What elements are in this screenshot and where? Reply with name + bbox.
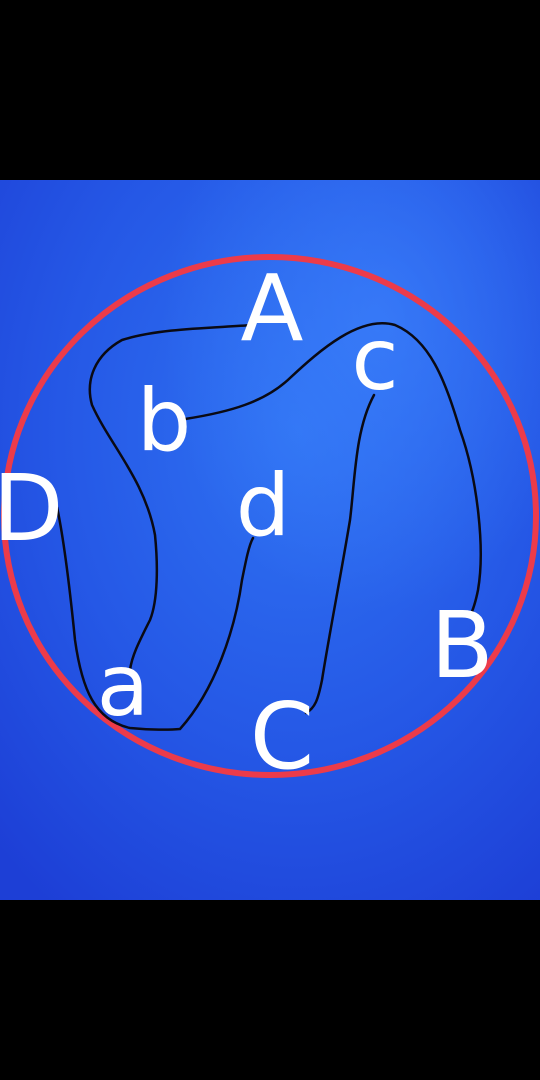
path-c-to-upper-c [304, 393, 376, 715]
red-circle [1, 254, 539, 778]
letter-lower-a: a [97, 636, 150, 736]
photo: A B C D a b c d [0, 180, 540, 900]
letter-lower-d: d [236, 456, 291, 556]
letter-upper-b: B [430, 592, 493, 699]
letter-upper-a: A [241, 255, 304, 362]
photo-canvas: A B C D a b c d [0, 180, 540, 900]
letter-lower-c: c [351, 310, 398, 410]
path-a-to-upper-a [88, 323, 254, 672]
letter-lower-b: b [137, 371, 192, 471]
background-glow [0, 180, 540, 900]
letter-upper-d: D [0, 455, 63, 562]
path-upper-d-to-d [55, 505, 255, 731]
letter-upper-c: C [250, 683, 314, 790]
path-b-to-upper-b [183, 322, 482, 618]
